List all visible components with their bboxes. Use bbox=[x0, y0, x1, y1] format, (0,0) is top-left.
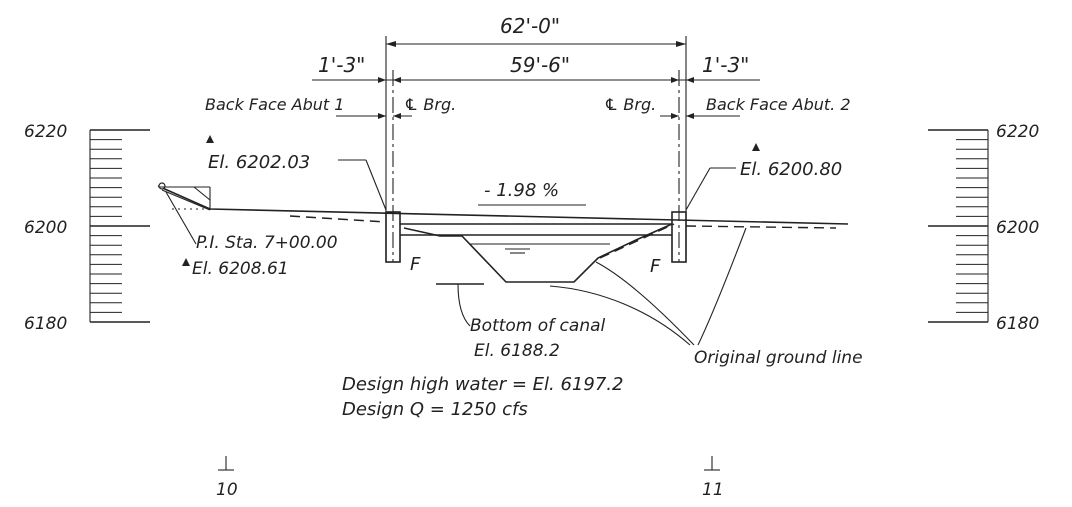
pi-station-label: P.I. Sta. 7+00.00 bbox=[196, 233, 338, 253]
bearing-right-label: ℄ Brg. bbox=[604, 95, 656, 114]
bearing-left-label: ℄ Brg. bbox=[404, 95, 456, 114]
left-elevation-scale bbox=[89, 129, 150, 323]
canal-section bbox=[403, 223, 675, 285]
back-face-abut-2-label: Back Face Abut. 2 bbox=[706, 95, 851, 114]
right-elevation-scale bbox=[928, 129, 989, 323]
grade-label: - 1.98 % bbox=[484, 180, 559, 201]
dimension-left-end-label: 1'-3" bbox=[318, 53, 365, 77]
station-marks bbox=[218, 456, 720, 471]
right-scale-label-bottom: 6180 bbox=[996, 314, 1039, 334]
original-ground-leaders bbox=[549, 227, 747, 346]
left-scale-label-top: 6220 bbox=[24, 122, 67, 142]
dimension-span-label: 59'-6" bbox=[510, 53, 570, 77]
original-ground-label: Original ground line bbox=[694, 348, 863, 368]
dimension-right-end-label: 1'-3" bbox=[702, 53, 749, 77]
right-scale-label-top: 6220 bbox=[996, 122, 1039, 142]
elevation-right-label: El. 6200.80 bbox=[740, 159, 842, 180]
canal-bottom-elevation: El. 6188.2 bbox=[474, 341, 560, 361]
back-face-abut-1-label: Back Face Abut 1 bbox=[205, 95, 344, 114]
elevation-left-label: El. 6202.03 bbox=[208, 152, 310, 173]
station-right-label: 11 bbox=[702, 480, 724, 500]
pi-elevation-label: El. 6208.61 bbox=[192, 259, 289, 279]
footing-left-label: F bbox=[410, 254, 421, 275]
right-scale-label-mid: 6200 bbox=[996, 218, 1039, 238]
design-flow-note: Design Q = 1250 cfs bbox=[342, 399, 528, 420]
footing-right-label: F bbox=[650, 256, 661, 277]
original-ground-line bbox=[289, 215, 837, 229]
bridge-superstructure bbox=[385, 211, 687, 263]
elevation-leaders bbox=[206, 135, 760, 211]
pi-leader bbox=[165, 191, 197, 245]
station-left-label: 10 bbox=[216, 480, 238, 500]
canal-bottom-label: Bottom of canal bbox=[470, 316, 606, 336]
design-high-water-note: Design high water = El. 6197.2 bbox=[342, 374, 623, 395]
dimension-overall-label: 62'-0" bbox=[500, 14, 560, 38]
canal-bottom-leader bbox=[457, 283, 471, 327]
profile-grade-line bbox=[157, 182, 849, 225]
left-scale-label-mid: 6200 bbox=[24, 218, 67, 238]
pi-elevation-marker bbox=[182, 258, 190, 266]
left-scale-label-bottom: 6180 bbox=[24, 314, 67, 334]
